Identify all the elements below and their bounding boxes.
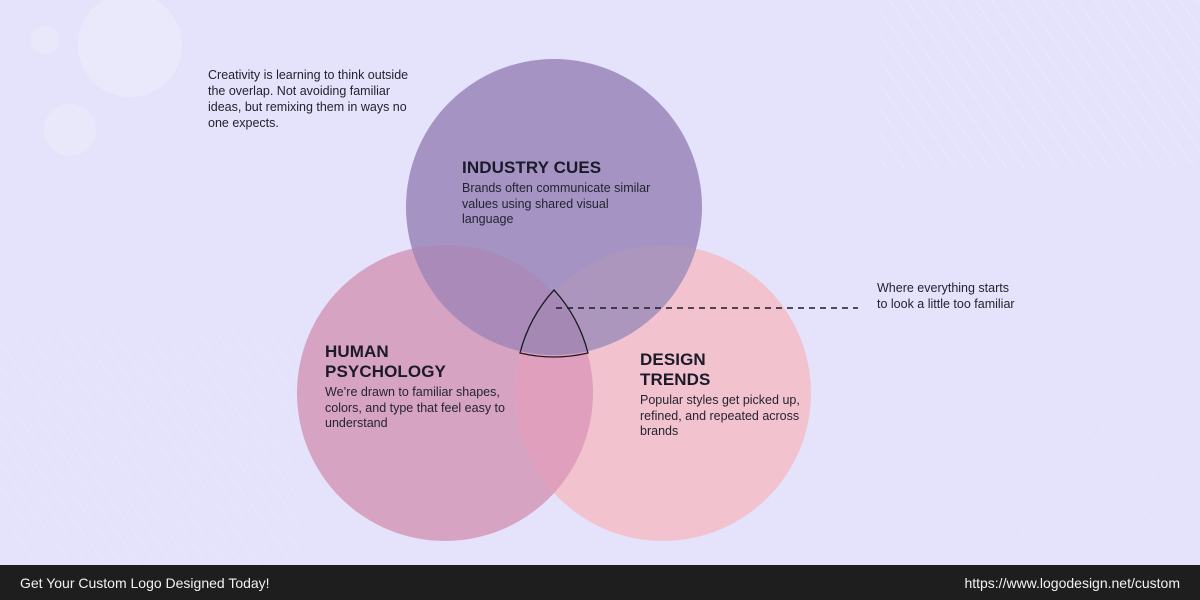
overlap-industry-trends: [515, 245, 702, 355]
human-psychology-title-line2: PSYCHOLOGY: [325, 362, 446, 381]
footer-cta: Get Your Custom Logo Designed Today!: [20, 574, 270, 591]
design-trends-desc: Popular styles get picked up, refined, a…: [640, 393, 800, 438]
creativity-quote: Creativity is learning to think outside …: [208, 68, 409, 130]
design-trends-title: DESIGN TRENDS: [640, 350, 810, 390]
design-trends-title-line2: TRENDS: [640, 370, 711, 389]
bg-hatch-bottom-right: [980, 380, 1200, 565]
industry-cues-desc: Brands often communicate similar values …: [462, 181, 651, 226]
bg-hatch-top-right: [880, 0, 1200, 170]
human-psychology-title-line1: HUMAN: [325, 342, 389, 361]
human-psychology-title: HUMAN PSYCHOLOGY: [325, 342, 515, 382]
human-psychology-desc: We’re drawn to familiar shapes, colors, …: [325, 385, 505, 430]
footer-bar: Get Your Custom Logo Designed Today! htt…: [0, 565, 1200, 600]
footer-url-link[interactable]: https://www.logodesign.net/custom: [964, 574, 1180, 591]
venn-diagram: [0, 0, 1200, 565]
industry-cues-title: INDUSTRY CUES: [462, 158, 602, 177]
bg-bubble-large: [78, 0, 182, 97]
overlap-industry-human: [406, 245, 593, 355]
center-outline: [519, 289, 589, 358]
design-trends-title-line1: DESIGN: [640, 350, 706, 369]
bg-bubble-tiny: [31, 26, 59, 54]
bg-bubble-small: [44, 104, 96, 156]
industry-cues-label: INDUSTRY CUES Brands often communicate s…: [462, 158, 662, 228]
human-psychology-label: HUMAN PSYCHOLOGY We’re drawn to familiar…: [325, 342, 515, 432]
overlap-callout-text: Where everything starts to look a little…: [877, 281, 1015, 311]
design-trends-label: DESIGN TRENDS Popular styles get picked …: [640, 350, 810, 440]
bg-hatch-bottom-left: [0, 330, 300, 565]
